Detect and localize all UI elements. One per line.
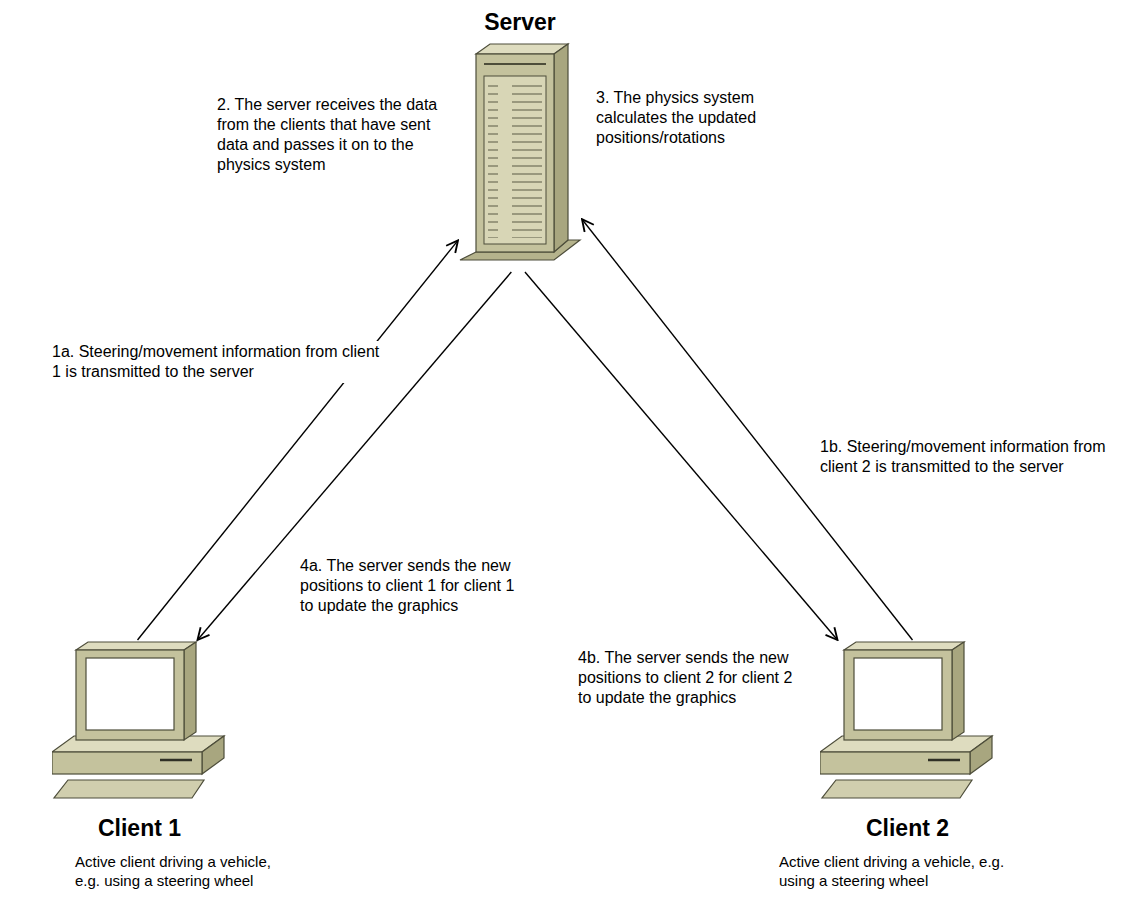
computer-icon xyxy=(820,640,995,800)
edge-label: 1b. Steering/movement information from c… xyxy=(818,436,1142,478)
node-heading: Client 2 xyxy=(820,814,995,842)
node-description: Active client driving a vehicle, e.g. us… xyxy=(779,852,1025,890)
arrow-connector xyxy=(525,272,838,640)
step-note: 3. The physics system calculates the upd… xyxy=(594,87,813,149)
edge-label: 4a. The server sends the new positions t… xyxy=(298,555,530,617)
edge-label: 4b. The server sends the new positions t… xyxy=(576,647,798,709)
node-description: Active client driving a vehicle, e.g. us… xyxy=(75,852,300,890)
computer-icon xyxy=(52,640,227,800)
server-node: Server xyxy=(458,8,582,272)
step-note: 2. The server receives the data from the… xyxy=(215,94,459,176)
client-node: Client 2 Active client driving a vehicle,… xyxy=(775,640,1025,890)
node-heading: Client 1 xyxy=(52,814,227,842)
arrow-connector xyxy=(582,219,913,640)
edge-label: 1a. Steering/movement information from c… xyxy=(50,341,384,383)
node-heading: Server xyxy=(458,8,582,36)
server-tower-icon xyxy=(458,42,582,272)
client-node: Client 1 Active client driving a vehicle,… xyxy=(50,640,300,890)
